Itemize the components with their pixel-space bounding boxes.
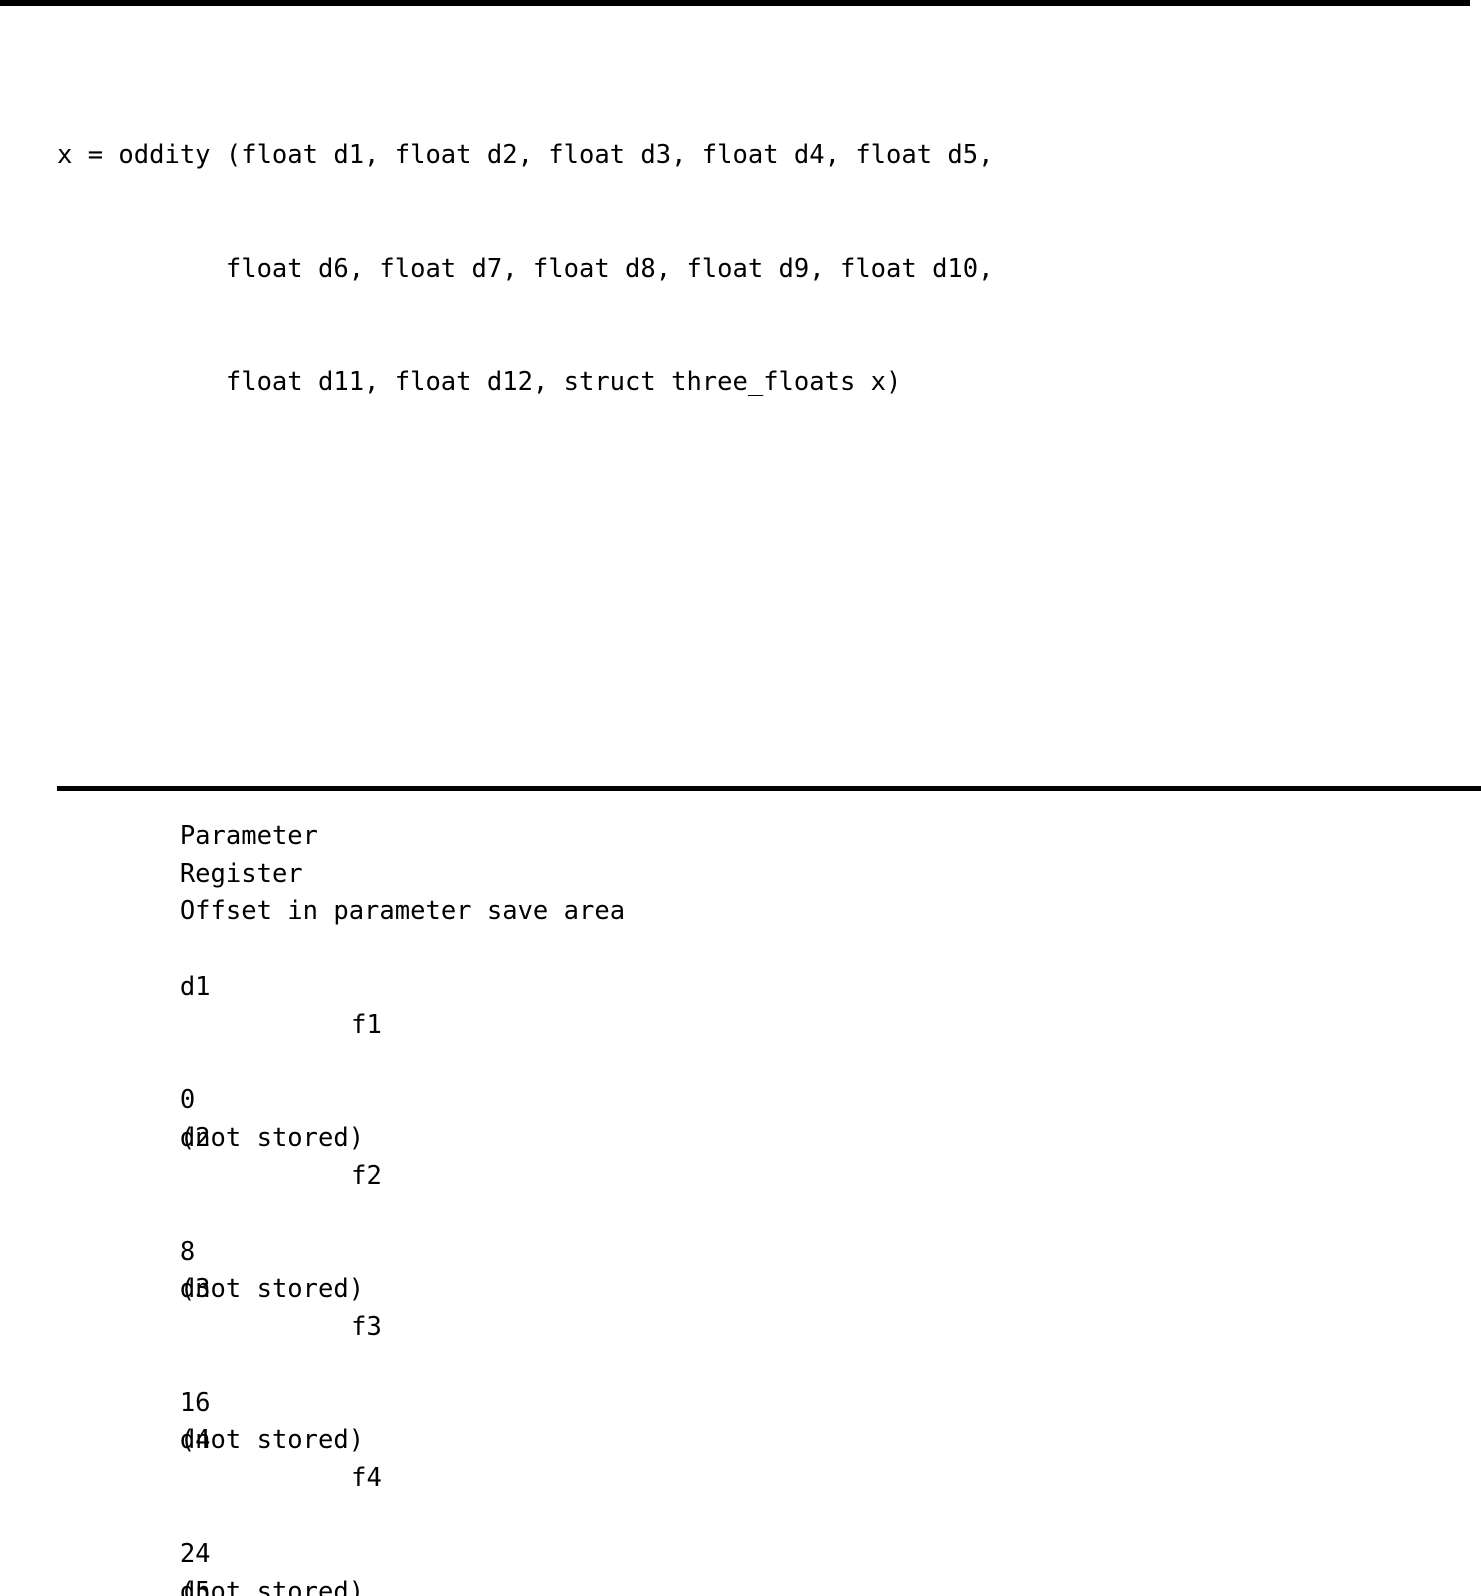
code-text-block[interactable]: x = oddity (float d1, float d2, float d3… — [57, 24, 994, 1596]
cell-gap — [180, 1045, 195, 1083]
cell-offset: 8 — [179, 1236, 196, 1267]
signature-line-2: float d6, float d7, float d8, float d9, … — [57, 253, 994, 284]
top-horizontal-rule — [0, 0, 1470, 6]
cell-offset: 0 — [179, 1085, 196, 1116]
cell-gap — [180, 1498, 195, 1536]
cell-offset: 24 — [179, 1538, 211, 1569]
signature-line-3: float d11, float d12, struct three_float… — [57, 367, 902, 398]
cell-register: f2 — [351, 1160, 382, 1191]
column-header-register: Register — [179, 858, 303, 889]
cell-gap — [180, 1347, 195, 1385]
cell-parameter: d2 — [179, 1123, 211, 1154]
signature-line-1: x = oddity (float d1, float d2, float d3… — [57, 140, 994, 171]
cell-gap — [180, 1196, 195, 1234]
cell-register: f3 — [351, 1312, 382, 1343]
column-header-parameter: Parameter — [179, 820, 318, 851]
cell-parameter: d4 — [179, 1425, 211, 1456]
cell-register: f1 — [351, 1009, 382, 1040]
cell-register: f4 — [351, 1463, 382, 1494]
cell-offset: 16 — [179, 1387, 211, 1418]
cell-parameter: d1 — [179, 971, 211, 1002]
table-row: d1 f1 0 (not stored) — [57, 931, 994, 1153]
parameter-register-table: Parameter Register Offset in parameter s… — [57, 667, 994, 1596]
cell-parameter: d3 — [179, 1274, 211, 1305]
cell-parameter: d5 — [179, 1576, 211, 1596]
column-header-offset: Offset in parameter save area — [179, 896, 626, 927]
bottom-horizontal-rule — [57, 786, 1481, 791]
blank-separator-line — [57, 515, 994, 553]
